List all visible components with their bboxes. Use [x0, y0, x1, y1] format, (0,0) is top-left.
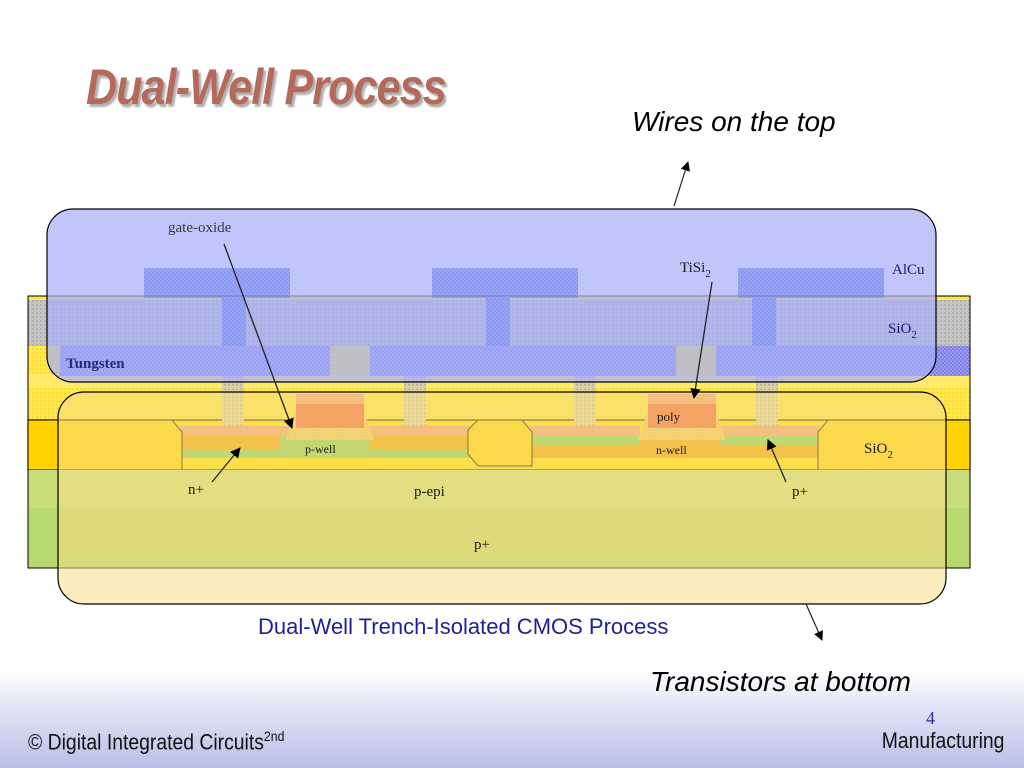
arrow-transistors-bottom — [805, 603, 823, 641]
arrow-gate-oxide — [223, 243, 294, 429]
label-tisi2: TiSi2 — [680, 260, 711, 280]
callout-transistors-bottom: Transistors at bottom — [650, 666, 911, 697]
arrow-n-plus — [211, 447, 241, 483]
diagram-caption: Dual-Well Trench-Isolated CMOS Process — [258, 614, 669, 639]
arrow-wires-top — [673, 161, 690, 207]
label-n-plus: n+ — [188, 482, 204, 498]
page-number: 4 — [926, 708, 935, 728]
label-p-well: p-well — [305, 442, 336, 456]
callout-wires-top: Wires on the top — [632, 106, 836, 137]
arrow-tisi2 — [690, 281, 713, 400]
label-alcu: AlCu — [892, 262, 925, 278]
footer-section-name: Manufacturing — [881, 728, 1004, 753]
label-p-plus-right: p+ — [792, 484, 808, 500]
label-sio2-upper: SiO2 — [888, 321, 917, 341]
slide-title: Dual-Well Process — [86, 59, 447, 115]
label-n-well: n-well — [656, 443, 687, 457]
label-poly: poly — [657, 409, 681, 424]
wires-overlay-box — [46, 208, 937, 383]
label-p-plus-substrate: p+ — [474, 537, 490, 553]
footer-copyright: © Digital Integrated Circuits2nd — [28, 728, 285, 755]
arrow-p-plus — [766, 439, 787, 483]
label-gate-oxide: gate-oxide — [168, 220, 232, 236]
label-tungsten: Tungsten — [66, 356, 125, 372]
transistors-overlay-box — [57, 391, 947, 605]
slide-footer-band — [0, 672, 1024, 768]
label-p-epi: p-epi — [414, 484, 445, 500]
label-sio2-lower: SiO2 — [864, 441, 893, 461]
